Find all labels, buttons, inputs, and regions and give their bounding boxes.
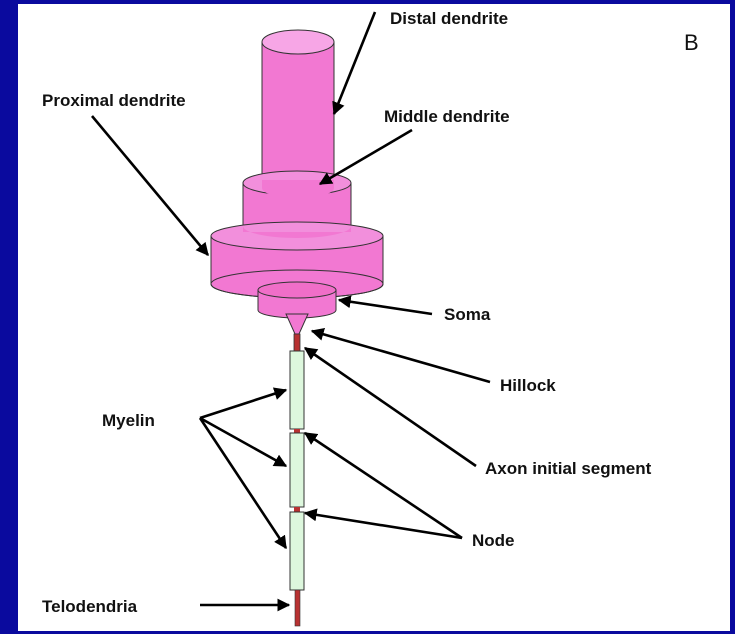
myelin-sheath-1 bbox=[290, 351, 304, 429]
telodendria-segment bbox=[295, 590, 300, 626]
label-middle-dendrite: Middle dendrite bbox=[384, 107, 510, 126]
label-soma: Soma bbox=[444, 305, 491, 324]
myelin-sheath-2 bbox=[290, 433, 304, 507]
label-distal-dendrite: Distal dendrite bbox=[390, 9, 508, 28]
soma-cylinder bbox=[258, 282, 336, 318]
axon-initial-segment-bar bbox=[294, 334, 300, 351]
label-telodendria: Telodendria bbox=[42, 597, 138, 616]
label-hillock: Hillock bbox=[500, 376, 556, 395]
label-node: Node bbox=[472, 531, 515, 550]
panel-letter: B bbox=[684, 30, 699, 55]
myelin-sheath-3 bbox=[290, 512, 304, 590]
label-axon-initial-segment: Axon initial segment bbox=[485, 459, 652, 478]
label-myelin: Myelin bbox=[102, 411, 155, 430]
node-1 bbox=[294, 429, 300, 433]
label-proximal-dendrite: Proximal dendrite bbox=[42, 91, 186, 110]
node-2 bbox=[294, 507, 300, 512]
